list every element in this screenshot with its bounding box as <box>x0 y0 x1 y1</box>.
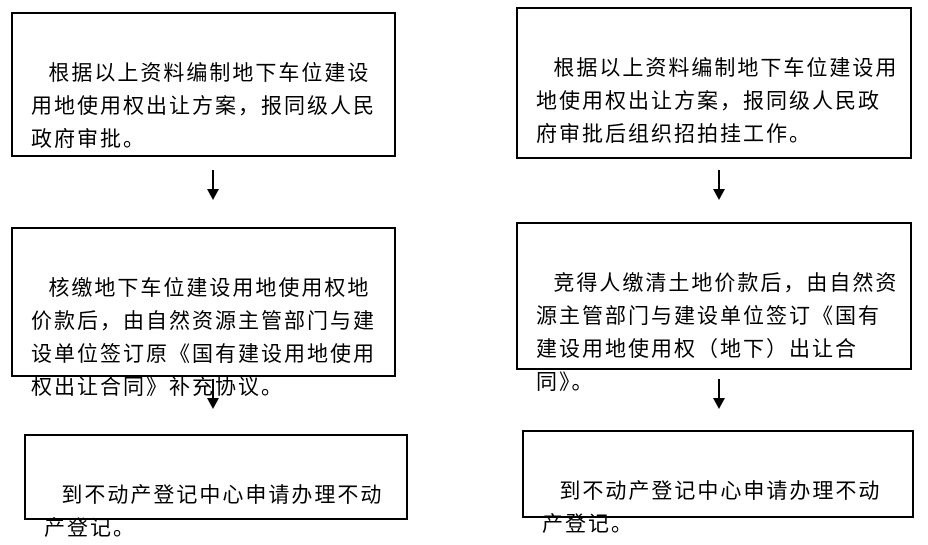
arrow-down-icon <box>206 379 220 409</box>
left-step-2-box: 核缴地下车位建设用地使用权地价款后，由自然资源主管部门与建设单位签订原《国有建设… <box>11 227 396 399</box>
right-step-2-box: 竞得人缴清土地价款后，由自然资源主管部门与建设单位签订《国有建设用地使用权（地下… <box>516 222 912 394</box>
right-step-3-text: 到不动产登记中心申请办理不动产登记。 <box>542 479 882 536</box>
right-step-1-box: 根据以上资料编制地下车位建设用地使用权出让方案，报同级人民政府审批后组织招拍挂工… <box>516 7 912 159</box>
right-step-3-box: 到不动产登记中心申请办理不动产登记。 <box>522 430 914 536</box>
left-step-3-box: 到不动产登记中心申请办理不动产登记。 <box>24 434 408 540</box>
left-step-3-text: 到不动产登记中心申请办理不动产登记。 <box>44 483 384 540</box>
right-step-2-text: 竞得人缴清土地价款后，由自然资源主管部门与建设单位签订《国有建设用地使用权（地下… <box>536 271 899 394</box>
left-step-2-text: 核缴地下车位建设用地使用权地价款后，由自然资源主管部门与建设单位签订原《国有建设… <box>31 276 376 399</box>
left-step-1-box: 根据以上资料编制地下车位建设用地使用权出让方案，报同级人民政府审批。 <box>11 12 396 157</box>
arrow-down-icon <box>712 379 726 409</box>
arrow-down-icon <box>712 170 726 200</box>
right-step-1-text: 根据以上资料编制地下车位建设用地使用权出让方案，报同级人民政府审批后组织招拍挂工… <box>536 56 899 146</box>
left-step-1-text: 根据以上资料编制地下车位建设用地使用权出让方案，报同级人民政府审批。 <box>31 61 376 151</box>
arrow-down-icon <box>206 170 220 200</box>
